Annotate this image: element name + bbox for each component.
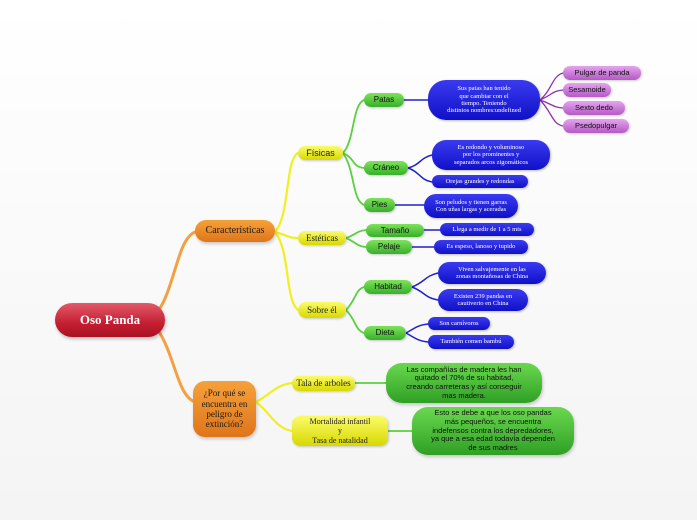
node-fisicas[interactable]: Físicas <box>298 146 343 160</box>
node-mortalidad-desc[interactable]: Esto se debe a que los oso pandas más pe… <box>412 407 574 455</box>
node-sexto-dedo[interactable]: Sexto dedo <box>563 101 625 115</box>
node-pelaje-desc[interactable]: Es espeso, lanoso y tupido <box>434 240 528 254</box>
node-tamano-desc[interactable]: Llega a medir de 1 a 5 mts <box>440 223 534 236</box>
node-pies-desc[interactable]: Son peludos y tienen garras Con uñas lar… <box>424 194 518 218</box>
node-habitad-desc2[interactable]: Existen 239 pandas en cautiverio en Chin… <box>438 289 528 311</box>
node-dieta-desc2[interactable]: También comen bambú <box>428 335 514 349</box>
node-extincion[interactable]: ¿Por qué se encuentra en peligro de exti… <box>193 381 256 437</box>
node-pulgar[interactable]: Pulgar de panda <box>563 66 641 80</box>
node-orejas[interactable]: Orejas grandes y redondas <box>432 175 528 188</box>
root-node[interactable]: Oso Panda <box>55 303 165 337</box>
node-tala[interactable]: Tala de arboles <box>292 376 355 391</box>
node-habitad-desc1[interactable]: Viven salvajemente en las zonas montaños… <box>438 262 546 284</box>
node-patas[interactable]: Patas <box>364 93 404 107</box>
node-dieta[interactable]: Dieta <box>364 326 406 340</box>
node-caracteristicas[interactable]: Características <box>195 220 275 242</box>
node-pies[interactable]: Pies <box>364 198 395 212</box>
node-patas-desc[interactable]: Sus patas han tenido que cambiar con el … <box>428 80 540 120</box>
node-tala-desc[interactable]: Las compañías de madera les han quitado … <box>386 363 542 403</box>
node-craneo[interactable]: Cráneo <box>364 161 408 175</box>
node-sesamoide[interactable]: Sesamoide <box>563 83 611 97</box>
node-esteticas[interactable]: Estéticas <box>298 231 346 245</box>
node-sobre-el[interactable]: Sobre él <box>298 302 346 318</box>
node-craneo-desc[interactable]: Es redondo y voluminoso por los prominen… <box>432 140 550 170</box>
node-mortalidad[interactable]: Mortalidad infantil y Tasa de natalidad <box>292 416 388 446</box>
node-dieta-desc1[interactable]: Son carnívoros <box>428 317 490 330</box>
node-psedopulgar[interactable]: Psedopulgar <box>563 119 629 133</box>
node-pelaje[interactable]: Pelaje <box>366 240 412 254</box>
node-habitad[interactable]: Habitad <box>364 280 412 294</box>
node-tamano[interactable]: Tamaño <box>366 224 424 237</box>
